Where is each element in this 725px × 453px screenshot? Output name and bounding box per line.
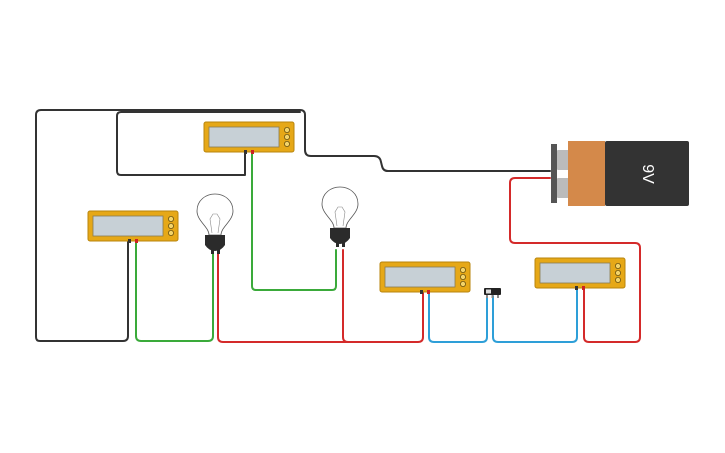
wires bbox=[35, 109, 641, 343]
bulb-pin bbox=[342, 242, 345, 247]
wire-black-outer-loop[interactable] bbox=[35, 109, 551, 342]
switch-pin-right bbox=[497, 295, 499, 298]
multimeter-terminal-com[interactable] bbox=[575, 286, 578, 290]
multimeter-knob[interactable] bbox=[168, 216, 175, 222]
multimeter-screen bbox=[92, 215, 164, 237]
multimeter-screen bbox=[539, 262, 611, 284]
switch-slider[interactable] bbox=[486, 289, 491, 294]
battery-body bbox=[605, 141, 689, 206]
multimeter-terminal-com[interactable] bbox=[128, 239, 131, 243]
multimeter-terminal-com[interactable] bbox=[420, 290, 423, 294]
bulb-glass bbox=[321, 186, 359, 229]
multimeter-knob[interactable] bbox=[615, 276, 622, 283]
switch-pin-left bbox=[486, 295, 488, 298]
multimeters bbox=[87, 121, 626, 294]
battery-copper-band bbox=[568, 141, 605, 206]
multimeter-knob[interactable] bbox=[615, 263, 622, 269]
slide-switch[interactable] bbox=[484, 288, 501, 298]
multimeter-knob[interactable] bbox=[460, 267, 467, 273]
wire-red-battery[interactable] bbox=[509, 177, 641, 343]
multimeter-screen bbox=[208, 126, 280, 148]
wire-red-bulb-right[interactable] bbox=[342, 249, 349, 343]
bulb-filament bbox=[334, 206, 346, 227]
bulb-socket bbox=[330, 228, 350, 244]
multimeter-knob[interactable] bbox=[284, 127, 291, 133]
multimeter-knob[interactable] bbox=[460, 273, 467, 280]
wire-blue-left[interactable] bbox=[428, 292, 488, 343]
wire-green-middle[interactable] bbox=[251, 151, 337, 291]
multimeter-top[interactable] bbox=[203, 121, 295, 154]
battery-terminal-positive[interactable] bbox=[557, 178, 569, 198]
multimeter-terminal-v[interactable] bbox=[582, 286, 585, 290]
multimeter-knob[interactable] bbox=[615, 269, 622, 276]
bulb-pin bbox=[336, 242, 339, 247]
battery-terminal-plate bbox=[551, 144, 557, 203]
multimeter-terminal-v[interactable] bbox=[135, 239, 138, 243]
multimeter-middle[interactable] bbox=[379, 261, 471, 294]
bulb-filament bbox=[209, 213, 221, 234]
bulb-socket bbox=[205, 235, 225, 251]
battery-terminal-negative[interactable] bbox=[557, 150, 569, 170]
battery-9v[interactable]: 9V bbox=[551, 141, 689, 206]
multimeter-knob[interactable] bbox=[460, 280, 467, 287]
bulb-pin bbox=[211, 249, 214, 254]
bulb-right[interactable] bbox=[321, 186, 359, 247]
battery-label: 9V bbox=[639, 164, 656, 184]
wire-black-top-meter[interactable] bbox=[116, 111, 301, 176]
multimeter-terminal-v[interactable] bbox=[251, 150, 254, 154]
multimeter-knob[interactable] bbox=[284, 133, 291, 140]
wire-green-left[interactable] bbox=[135, 240, 214, 342]
switch-pin-middle bbox=[491, 295, 494, 298]
multimeter-right[interactable] bbox=[534, 257, 626, 290]
bulb-left[interactable] bbox=[196, 193, 234, 254]
multimeter-knob[interactable] bbox=[168, 229, 175, 236]
bulb-glass bbox=[196, 193, 234, 236]
multimeter-terminal-com[interactable] bbox=[244, 150, 247, 154]
light-bulbs bbox=[196, 186, 359, 254]
multimeter-left[interactable] bbox=[87, 210, 179, 243]
multimeter-knob[interactable] bbox=[284, 140, 291, 147]
bulb-pin bbox=[217, 249, 220, 254]
multimeter-knob[interactable] bbox=[168, 222, 175, 229]
multimeter-screen bbox=[384, 266, 456, 288]
wire-blue-right[interactable] bbox=[492, 288, 578, 343]
wire-red-bottom[interactable] bbox=[217, 251, 424, 343]
multimeter-terminal-v[interactable] bbox=[427, 290, 430, 294]
